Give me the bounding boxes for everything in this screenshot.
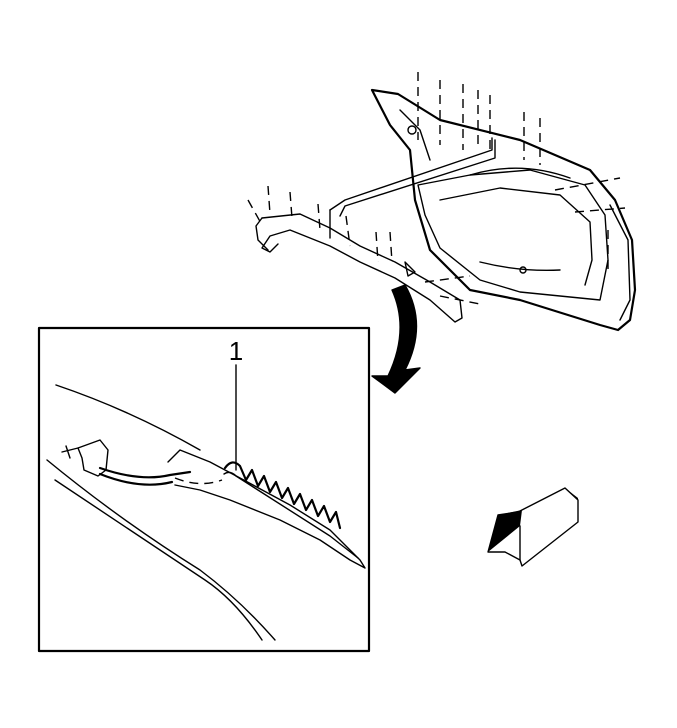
callout-1-label: 1 [229,336,243,366]
liftgate-overview [370,72,637,332]
detail-inset: 1 [37,326,371,653]
trim-panel-exploded [247,137,496,323]
curved-view-arrow-icon [371,284,421,394]
front-direction-arrow-icon [487,487,579,567]
